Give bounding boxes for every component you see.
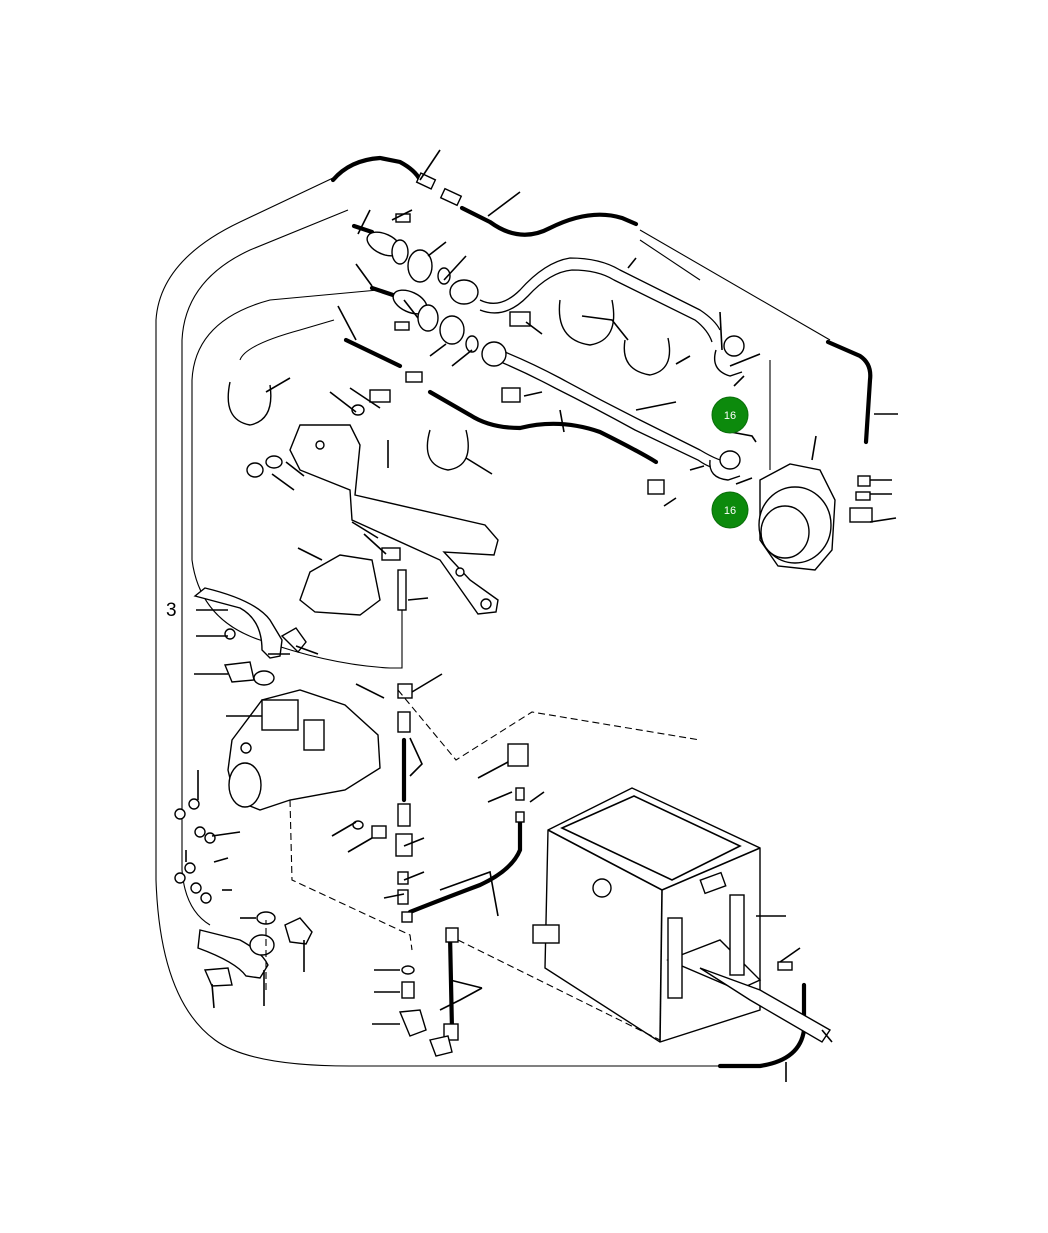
- reservoir-tank: [532, 787, 831, 1043]
- clamps: [227, 299, 743, 481]
- left-pump-assembly: [193, 587, 381, 987]
- callout-lower-marker[interactable]: [711, 491, 749, 529]
- upper-fittings: [351, 172, 531, 416]
- callout-upper[interactable]: 16: [711, 396, 749, 434]
- right-motor-assembly: [647, 335, 873, 571]
- callout-upper-marker[interactable]: [711, 396, 749, 434]
- small-fittings: [174, 628, 276, 925]
- leader-lines: [185, 149, 898, 1082]
- callout-lower[interactable]: 16: [711, 491, 749, 529]
- callout-upper-label: 16: [724, 410, 736, 422]
- center-fittings: [352, 683, 793, 1057]
- hoses: [330, 155, 873, 1069]
- callout-lower-label: 16: [724, 505, 736, 517]
- tubes: [479, 257, 731, 471]
- figure-label: 3: [166, 600, 177, 621]
- dashed-guides: [265, 689, 701, 1041]
- mounting-bracket: [246, 424, 499, 616]
